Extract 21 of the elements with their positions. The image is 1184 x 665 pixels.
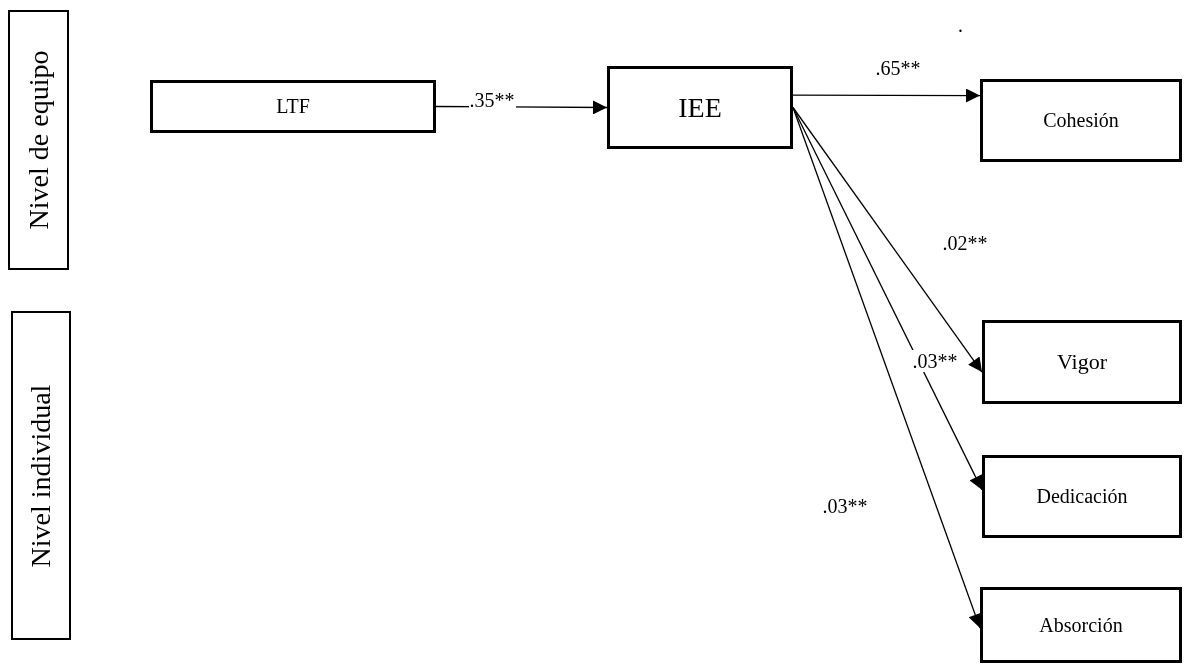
variable-box (980, 79, 1182, 162)
note-text: . (958, 14, 963, 37)
arrow (792, 106, 983, 491)
variable-label: IEE (678, 91, 722, 124)
variable-box (150, 80, 436, 133)
level-box (11, 311, 71, 640)
variable-box (982, 320, 1182, 404)
arrow (792, 106, 982, 629)
variable-box (980, 587, 1182, 663)
level-label: Nivel de equipo (22, 50, 55, 230)
edge-label: .03** (911, 350, 959, 372)
variable-label: Absorción (1039, 613, 1123, 637)
variable-label: Vigor (1057, 349, 1107, 375)
variable-label: Dedicación (1036, 485, 1128, 508)
variable-label: Cohesión (1043, 109, 1119, 132)
variable-label: LTF (276, 95, 310, 118)
arrow (792, 88, 981, 103)
level-box (8, 10, 69, 270)
variable-box (607, 66, 793, 149)
variable-box (982, 455, 1182, 538)
level-label: Nivel individual (25, 384, 57, 567)
